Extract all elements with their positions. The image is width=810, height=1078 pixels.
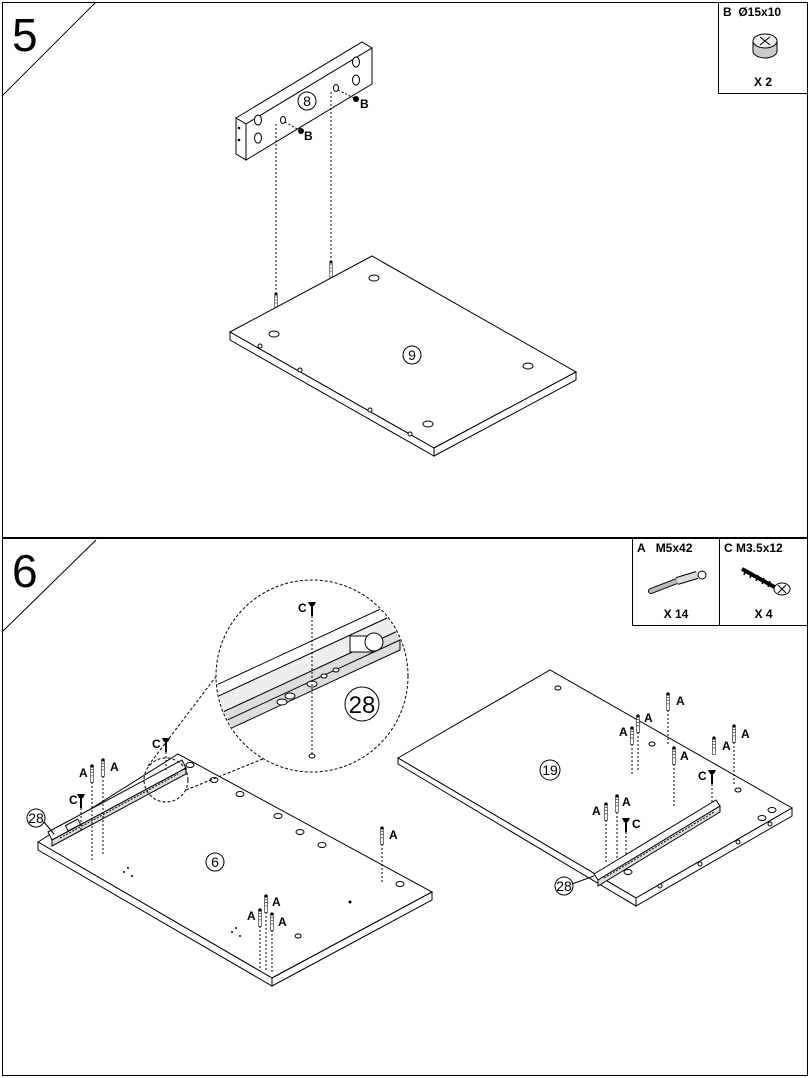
part-9-label: 9 [408,347,416,363]
cam-bolt-icon [648,570,707,594]
part-6-callout [205,852,225,872]
part-8-callout [297,91,317,111]
cam-bolt-a-4 [264,894,268,913]
label-a-6: A [278,915,287,929]
hardware-letter: B [723,5,732,19]
label-a-10: A [680,749,689,763]
drawer-rail-left [47,759,187,847]
cam-bolt-step5-2 [329,260,333,278]
label-a-1: A [79,766,88,780]
label-c-4: C [632,817,641,831]
drawer-rail-right [593,799,721,887]
rail-28-right-callout [554,876,574,896]
label-b-1: B [304,129,313,143]
label-b-2: B [360,97,369,111]
cam-lock-icon [752,33,778,59]
label-a-11: A [722,739,731,753]
screw-c-1 [76,793,86,809]
part-19-label: 19 [542,762,558,778]
label-a-4: A [272,895,281,909]
cam-bolt-a-2 [101,758,105,777]
cam-lock-b-1 [298,128,304,134]
rail-detail-source-circle [143,757,189,803]
part-8-label: 8 [303,93,311,109]
screw-icon [741,567,791,596]
hardware-qty: X 14 [663,607,689,621]
cam-bolt-a-5 [258,908,262,927]
label-a-8: A [644,711,653,725]
hardware-size: M3.5x12 [736,541,783,555]
hardware-qty: X 4 [754,607,773,621]
cam-bolt-a-12 [732,724,736,743]
label-c-zoom: C [298,601,307,615]
part-6-label: 6 [211,854,219,870]
step-5-corner-line [1,1,97,97]
hardware-box-b: B Ø15x10 X 2 [718,2,808,94]
part-6-board [37,753,434,987]
label-a-12: A [741,727,750,741]
part-19-board [397,669,794,907]
cam-bolt-a-10 [672,746,676,765]
rail-28-left-callout [26,808,46,828]
part-9-callout [402,345,422,365]
label-a-9: A [619,725,628,739]
screw-c-2 [161,737,171,753]
label-a-7: A [676,694,685,708]
cam-bolt-a-1 [90,764,94,783]
step-5-panel [2,2,808,538]
label-a-3: A [389,828,398,842]
hardware-letter: C [724,541,733,555]
step-6-panel [2,538,808,1076]
label-c-1: C [69,793,78,807]
step-6-number: 6 [12,545,38,597]
label-c-2: C [152,737,161,751]
part-19-callout [539,759,561,781]
hardware-qty: X 2 [753,75,772,89]
rail-28-right-label: 28 [556,878,572,894]
step-5-number: 5 [12,9,38,61]
hardware-box-c: C M3.5x12 X 4 [719,538,808,626]
label-c-3: C [698,769,707,783]
cam-bolt-a-7 [666,692,670,711]
label-a-2: A [110,760,119,774]
step-6-corner-line [1,539,97,633]
hardware-size: Ø15x10 [738,5,782,19]
label-a-13: A [592,804,601,818]
cam-bolt-a-9 [630,726,634,745]
rail-28-left-label: 28 [28,810,44,826]
rail-28-zoom-label: 28 [349,692,376,719]
rail-detail-zoom [215,579,409,773]
rail-28-zoom-callout [344,686,380,722]
cam-bolt-a-6 [270,912,274,931]
cam-bolt-a-8 [636,714,640,733]
label-a-5: A [247,909,256,923]
cam-bolt-a-13 [604,802,608,821]
hardware-letter: A [637,541,646,555]
cam-bolt-a-14 [615,794,619,813]
label-a-14: A [622,795,631,809]
cam-bolt-a-11 [712,736,716,755]
cam-lock-b-2 [353,96,359,102]
hardware-size: M5x42 [655,541,693,555]
cam-bolt-a-3 [380,826,384,845]
